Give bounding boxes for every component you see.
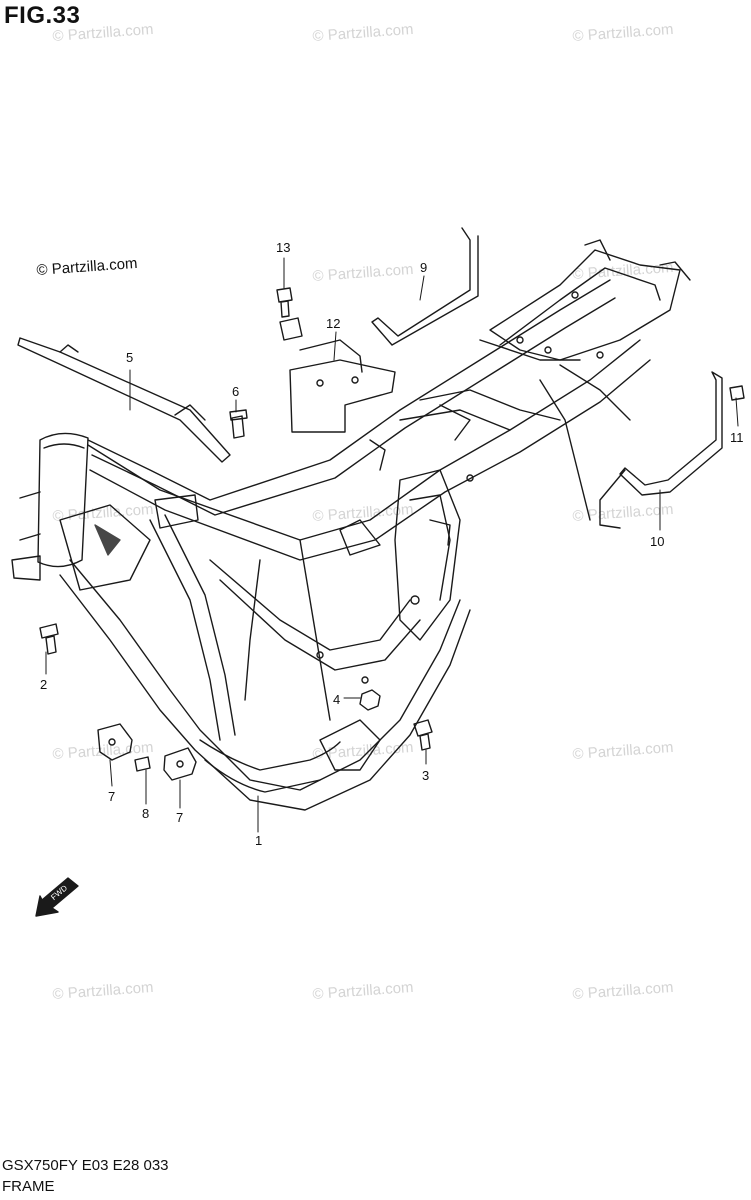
part-11-bolt <box>729 385 745 401</box>
callout-13: 13 <box>276 240 290 255</box>
callout-6: 6 <box>232 384 239 399</box>
callout-5: 5 <box>126 350 133 365</box>
fwd-arrow-icon <box>35 877 79 917</box>
part-5-brace <box>17 337 231 463</box>
part-7-plate-right <box>163 747 197 781</box>
callout-2: 2 <box>40 677 47 692</box>
part-10-stay <box>599 371 723 529</box>
part-4-nut <box>359 689 381 711</box>
part-9-stay <box>371 227 479 346</box>
callout-7a: 7 <box>108 789 115 804</box>
part-6-bolt <box>229 409 248 439</box>
callout-7b: 7 <box>176 810 183 825</box>
part-12-bracket <box>279 317 396 433</box>
callout-numbers: 1 2 3 4 5 6 7 8 7 9 10 11 12 13 <box>40 240 744 848</box>
callout-3: 3 <box>422 768 429 783</box>
callout-8: 8 <box>142 806 149 821</box>
part-7-plate-left <box>97 723 133 761</box>
callout-leaders <box>45 257 739 833</box>
part-13-bolt <box>276 287 293 318</box>
callout-1: 1 <box>255 833 262 848</box>
callout-10: 10 <box>650 534 664 549</box>
main-frame <box>11 239 691 811</box>
model-code: GSX750FY E03 E28 033 <box>2 1157 169 1174</box>
part-2-bolt <box>39 623 59 655</box>
callout-9: 9 <box>420 260 427 275</box>
part-3-bolt <box>413 719 433 751</box>
section-name: FRAME <box>2 1178 55 1195</box>
callout-12: 12 <box>326 316 340 331</box>
figure-title: FIG.33 <box>4 2 81 29</box>
callout-11: 11 <box>730 430 744 445</box>
part-8-bolt <box>134 756 151 772</box>
callout-4: 4 <box>333 692 340 707</box>
